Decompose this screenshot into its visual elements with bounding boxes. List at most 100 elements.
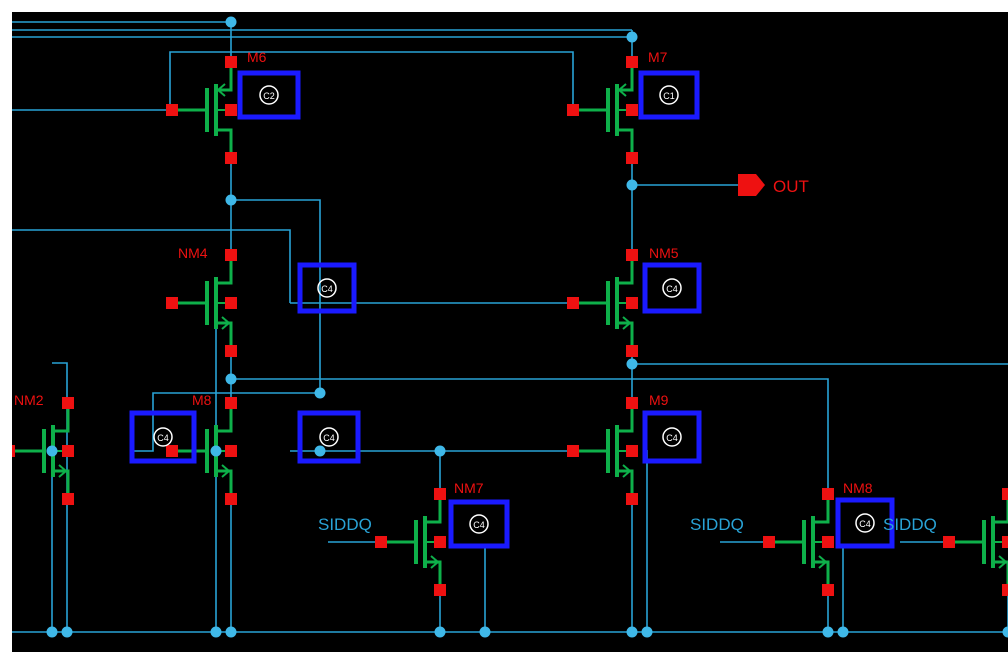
wire-12 <box>231 378 829 495</box>
junction-node-11 <box>46 626 58 638</box>
nm4-highlight-box[interactable] <box>297 262 357 314</box>
junction-node-9 <box>314 445 326 457</box>
m8-gate-pin <box>166 445 178 457</box>
wires-layer <box>12 21 1008 633</box>
m6-label: M6 <box>247 49 267 65</box>
out-port-flag[interactable] <box>738 174 765 196</box>
m8-bulk-pin <box>225 445 237 457</box>
m8-badge-ring <box>319 427 339 447</box>
junction-node-3 <box>626 179 638 191</box>
m6-gate-pin <box>166 104 178 116</box>
nmr-arrow <box>998 555 1008 569</box>
nm5-label: NM5 <box>649 245 679 261</box>
nm8-gate-pin <box>763 536 775 548</box>
m9-badge-text: C4 <box>666 433 678 443</box>
nm7-source-stub <box>425 560 442 590</box>
nmr-drain-pin <box>1002 488 1008 500</box>
nm2-highlight-box[interactable] <box>129 410 197 464</box>
m9-arrow <box>622 464 632 478</box>
nm5-drain-pin <box>626 249 638 261</box>
nm2-gate-pin <box>12 445 15 457</box>
nmr-bulk-pin <box>1002 536 1008 548</box>
nm8-source-stub <box>813 560 830 590</box>
m7-label: M7 <box>648 49 668 65</box>
m8-source-pin <box>225 493 237 505</box>
m7-highlight-box[interactable] <box>638 70 700 120</box>
junction-node-0 <box>225 16 237 28</box>
nm4-badge-text: C4 <box>321 284 333 294</box>
m8-drain-stub <box>216 403 233 433</box>
nm5-bulk-pin <box>626 297 638 309</box>
nm8-drain-stub <box>813 494 830 524</box>
nm7-label: NM7 <box>454 480 484 496</box>
m8-highlight-box[interactable] <box>297 410 361 464</box>
m9-highlight-box[interactable] <box>642 410 702 464</box>
wire-8 <box>231 199 321 393</box>
m7-gate-pin <box>567 104 579 116</box>
nm8-drain-pin <box>822 488 834 500</box>
m6-drain-stub <box>216 62 233 92</box>
junction-node-5 <box>314 387 326 399</box>
m6-source-stub <box>216 128 233 158</box>
nm7-arrow <box>430 555 440 569</box>
m6-badge-text: C2 <box>263 91 275 101</box>
m8-arrow <box>221 464 231 478</box>
nm7-badge-ring <box>469 514 489 534</box>
junction-node-10 <box>434 445 446 457</box>
nm4-source-stub <box>216 321 233 351</box>
m7-badge-text: C1 <box>663 91 675 101</box>
junction-node-15 <box>434 626 446 638</box>
nm8-label: NM8 <box>843 480 873 496</box>
nm4-arrow <box>221 316 231 330</box>
junction-node-13 <box>210 626 222 638</box>
nm4-drain-pin <box>225 249 237 261</box>
m9-drain-pin <box>626 397 638 409</box>
junction-node-2 <box>225 194 237 206</box>
junction-node-4 <box>225 373 237 385</box>
out-port-label: OUT <box>773 177 809 196</box>
nm7-bulk-pin <box>434 536 446 548</box>
nm8-badge-text: C4 <box>859 519 871 529</box>
m7-bulk-pin <box>626 104 638 116</box>
m6-highlight-box[interactable] <box>237 70 301 120</box>
m8-drain-pin <box>225 397 237 409</box>
wire-23 <box>52 362 68 632</box>
m7-drain-stub <box>617 62 634 92</box>
m9-source-stub <box>617 469 634 499</box>
junction-node-19 <box>822 626 834 638</box>
nm5-highlight-box[interactable] <box>642 262 702 314</box>
siddq-input-label-2: SIDDQ <box>690 515 744 534</box>
nm2-bulk-pin <box>62 445 74 457</box>
nm8-bulk-pin <box>822 536 834 548</box>
m6-badge-ring <box>259 85 279 105</box>
nm4-badge-ring <box>317 278 337 298</box>
m6-drain-pin <box>225 56 237 68</box>
nm8-highlight-box[interactable] <box>835 497 895 549</box>
nm5-drain-stub <box>617 255 634 285</box>
nmr-gate-pin <box>943 536 955 548</box>
m6-bulk-pin <box>225 104 237 116</box>
nmr-source-stub <box>993 560 1008 590</box>
m7-arrow <box>617 83 627 97</box>
junction-node-7 <box>46 445 58 457</box>
m7-source-stub <box>617 128 634 158</box>
nm4-label: NM4 <box>178 245 208 261</box>
m7-drain-pin <box>626 56 638 68</box>
nm7-badge-text: C4 <box>473 520 485 530</box>
nm7-highlight-box[interactable] <box>448 499 510 549</box>
nmr-source-pin <box>1002 584 1008 596</box>
junction-node-6 <box>626 358 638 370</box>
junction-node-18 <box>641 626 653 638</box>
nm7-drain-stub <box>425 494 442 524</box>
siddq-input-label-1: SIDDQ <box>318 515 372 534</box>
m6-arrow <box>216 83 226 97</box>
junction-node-17 <box>626 626 638 638</box>
nm5-source-stub <box>617 321 634 351</box>
nm7-gate-pin <box>375 536 387 548</box>
wire-9 <box>12 229 291 303</box>
m9-badge-ring <box>662 427 682 447</box>
nm5-badge-ring <box>662 278 682 298</box>
nm2-arrow <box>58 464 68 478</box>
